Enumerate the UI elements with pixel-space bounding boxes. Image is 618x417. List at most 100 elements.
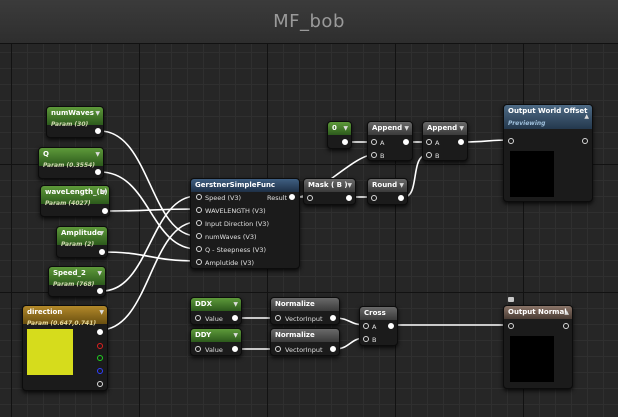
input-pin-b[interactable] (371, 152, 377, 158)
input-label: numWaves (V3) (205, 233, 257, 241)
param-node-wavelength[interactable]: waveLength_(L) ▼ Param (4027) (40, 185, 110, 217)
param-node-speed[interactable]: Speed_2 ▼ Param (768) (48, 266, 106, 297)
output-pin[interactable] (102, 208, 108, 214)
chevron-down-icon[interactable]: ▼ (95, 110, 100, 117)
collapse-arrow-icon[interactable]: ▲ (584, 113, 589, 120)
output-node-world-offset[interactable]: Output World Offset ▲ Previewing (503, 104, 593, 202)
comment-bubble-icon[interactable] (508, 297, 514, 302)
chevron-down-icon[interactable]: ▼ (343, 125, 348, 132)
input-pin[interactable] (196, 259, 202, 265)
collapse-arrow-icon[interactable]: ▲ (564, 309, 569, 316)
input-label: Value (205, 315, 223, 323)
output-pin-g[interactable] (97, 355, 103, 361)
node-title: numWaves (51, 109, 94, 117)
function-node-ddy[interactable]: DDY ▼ Value (190, 328, 242, 356)
chevron-down-icon[interactable]: ▼ (101, 189, 106, 196)
input-pin[interactable] (275, 315, 281, 321)
param-node-direction[interactable]: direction ▼ Param (0.647,0.741) (22, 305, 108, 391)
color-swatch (27, 329, 73, 375)
output-pin[interactable] (289, 194, 295, 200)
param-value: Param (0.3554) (43, 162, 96, 169)
node-title: waveLength_(L) (45, 188, 108, 196)
input-pin[interactable] (196, 207, 202, 213)
input-pin-b[interactable] (363, 336, 369, 342)
output-pin[interactable] (563, 323, 569, 329)
node-title: DDY (195, 331, 212, 339)
function-node-gerstner[interactable]: GerstnerSimpleFunc Speed (V3) WAVELENGTH… (190, 178, 300, 269)
chevron-down-icon[interactable]: ▼ (459, 125, 464, 132)
function-node-append-2[interactable]: Append ▼ A B (422, 121, 468, 161)
input-pin-a[interactable] (363, 323, 369, 329)
function-node-round[interactable]: Round ▼ (367, 178, 408, 205)
preview-status: Previewing (508, 120, 546, 127)
chevron-down-icon[interactable]: ▼ (97, 270, 102, 277)
function-node-append-1[interactable]: Append ▼ A B (367, 121, 413, 161)
input-label: VectorInput (285, 346, 323, 354)
output-pin[interactable] (403, 139, 409, 145)
output-pin-a[interactable] (97, 381, 103, 387)
input-pin[interactable] (195, 315, 201, 321)
input-pin-b[interactable] (426, 152, 432, 158)
output-pin[interactable] (330, 315, 336, 321)
output-pin[interactable] (95, 169, 101, 175)
graph-title-bar: MF_bob (0, 0, 618, 44)
node-title: Normalize (275, 331, 315, 339)
input-pin[interactable] (508, 323, 514, 329)
chevron-down-icon[interactable]: ▼ (99, 309, 104, 316)
output-pin[interactable] (342, 139, 348, 145)
chevron-down-icon[interactable]: ▼ (99, 230, 104, 237)
input-label: Value (205, 346, 223, 354)
chevron-down-icon[interactable]: ▼ (233, 332, 238, 339)
output-pin[interactable] (97, 288, 103, 294)
input-pin[interactable] (508, 138, 514, 144)
chevron-down-icon[interactable]: ▼ (233, 301, 238, 308)
input-pin[interactable] (196, 220, 202, 226)
output-pin[interactable] (232, 315, 238, 321)
output-pin-r[interactable] (97, 343, 103, 349)
param-node-amplitude[interactable]: Amplitude ▼ Param (2) (56, 226, 108, 258)
function-node-normalize-1[interactable]: Normalize VectorInput (270, 297, 340, 325)
output-pin[interactable] (95, 128, 101, 134)
constant-node-zero[interactable]: 0 ▼ (327, 121, 352, 149)
output-pin[interactable] (398, 195, 404, 201)
node-title: GerstnerSimpleFunc (195, 181, 276, 189)
input-pin[interactable] (371, 195, 377, 201)
output-pin[interactable] (388, 323, 394, 329)
output-pin[interactable] (346, 195, 352, 201)
chevron-down-icon[interactable]: ▼ (95, 151, 100, 158)
output-pin-b[interactable] (97, 368, 103, 374)
chevron-down-icon[interactable]: ▼ (347, 182, 352, 189)
output-pin[interactable] (582, 138, 588, 144)
param-node-numwaves[interactable]: numWaves ▼ Param (30) (46, 106, 104, 138)
node-title: Output World Offset (508, 107, 588, 115)
output-pin[interactable] (330, 346, 336, 352)
input-pin[interactable] (275, 346, 281, 352)
input-label: Amplutide (V3) (205, 259, 255, 267)
node-title: Speed_2 (53, 269, 86, 277)
param-node-q[interactable]: Q ▼ Param (0.3554) (38, 147, 104, 179)
input-pin[interactable] (196, 233, 202, 239)
output-pin[interactable] (232, 346, 238, 352)
chevron-down-icon[interactable]: ▼ (399, 182, 404, 189)
function-node-ddx[interactable]: DDX ▼ Value (190, 297, 242, 325)
input-label: B (435, 152, 440, 160)
input-pin[interactable] (196, 246, 202, 252)
input-pin-a[interactable] (426, 139, 432, 145)
function-node-cross[interactable]: Cross A B (359, 306, 398, 346)
input-pin[interactable] (195, 346, 201, 352)
node-title: Q (43, 150, 49, 158)
output-pin[interactable] (458, 139, 464, 145)
function-node-mask[interactable]: Mask ( B ) ▼ (303, 178, 356, 205)
chevron-down-icon[interactable]: ▼ (404, 125, 409, 132)
output-pin[interactable] (99, 249, 105, 255)
param-value: Param (768) (53, 281, 95, 288)
node-title: Append (372, 124, 403, 132)
node-title: Mask ( B ) (308, 181, 348, 189)
output-pin-rgba[interactable] (97, 329, 103, 335)
function-node-normalize-2[interactable]: Normalize VectorInput (270, 328, 340, 356)
node-title: Append (427, 124, 458, 132)
input-pin-a[interactable] (371, 139, 377, 145)
input-pin[interactable] (196, 194, 202, 200)
input-pin[interactable] (307, 195, 313, 201)
output-node-normal[interactable]: Output Normal ▲ (503, 305, 573, 389)
